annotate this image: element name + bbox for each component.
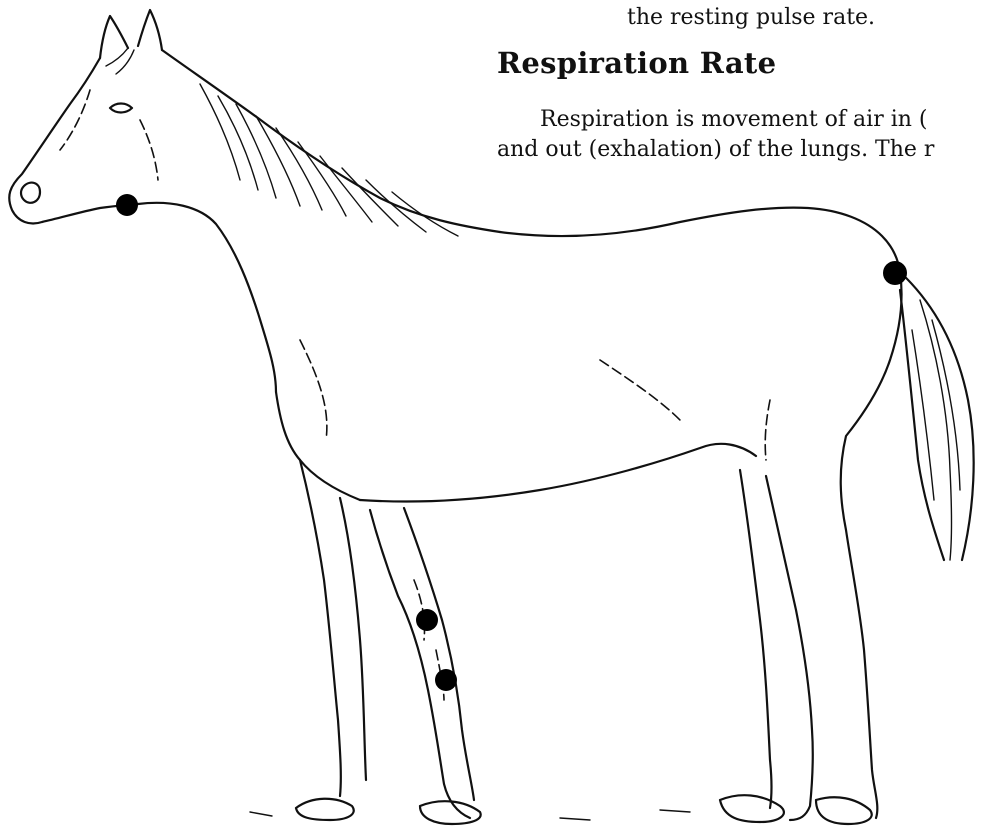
horse-mane xyxy=(200,84,458,236)
horse-face-detail xyxy=(60,90,158,180)
horse-neck-crest xyxy=(162,50,500,232)
horse-ears xyxy=(100,10,162,58)
horse-body-detail xyxy=(300,340,770,460)
horse-hind-leg-front xyxy=(766,476,813,820)
horse-throat xyxy=(138,203,276,392)
pulse-point-foreleg-lower xyxy=(435,669,457,691)
horse-foreleg-near xyxy=(370,510,470,818)
horse-hind-leg-far xyxy=(740,470,772,808)
horse-forelock xyxy=(106,48,134,74)
horse-foreleg-far xyxy=(300,460,341,796)
horse-back xyxy=(500,208,900,272)
horse-belly xyxy=(360,444,756,502)
pulse-point-foreleg-upper xyxy=(416,609,438,631)
pulse-point-tail-base xyxy=(883,261,907,285)
horse-eye xyxy=(110,104,132,113)
horse-tail xyxy=(900,272,974,560)
horse-foreleg-far-back xyxy=(340,498,366,780)
horse-hindquarter xyxy=(841,272,902,818)
horse-chest xyxy=(276,392,360,500)
horse-nostril xyxy=(21,183,40,203)
pulse-point-jaw xyxy=(116,194,138,216)
horse-front-hooves xyxy=(296,799,481,824)
